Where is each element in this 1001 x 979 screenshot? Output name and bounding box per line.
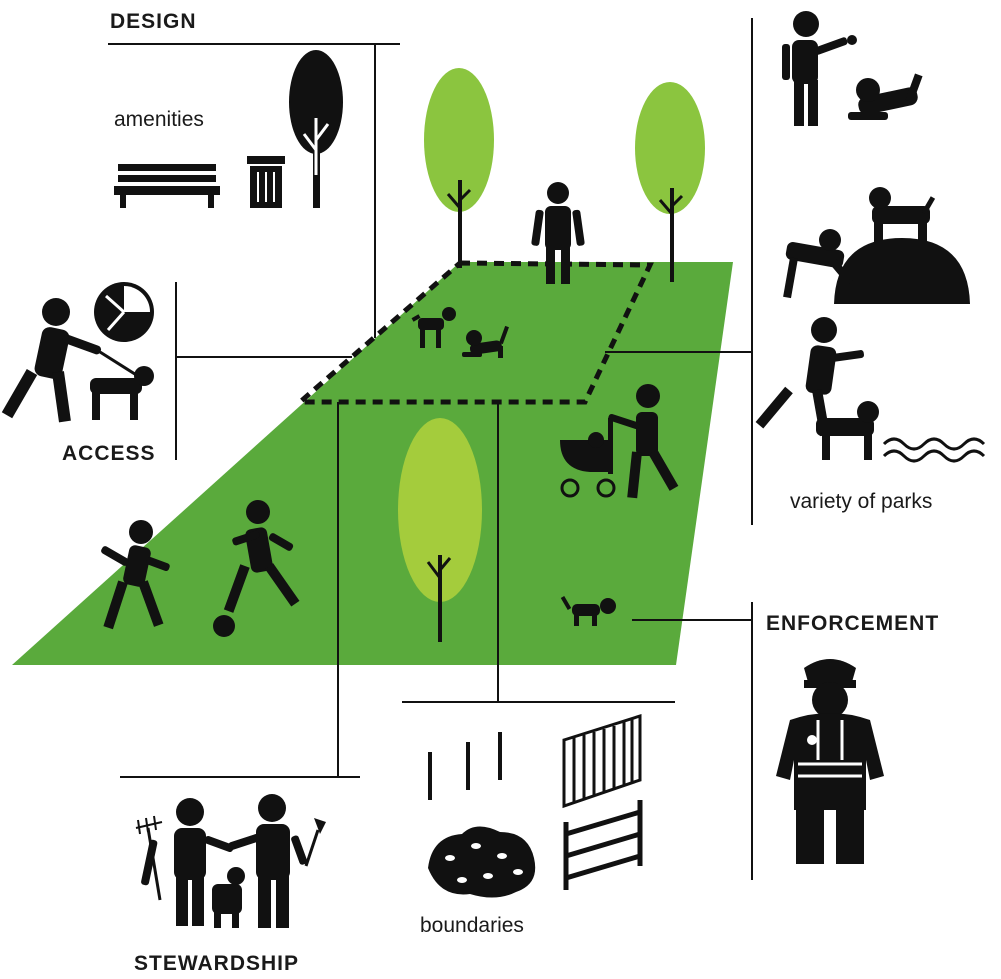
park-ground (12, 262, 733, 665)
dog-standing-icon (411, 307, 456, 348)
police-officer-icon (776, 659, 884, 864)
stewardship-label: STEWARDSHIP (134, 952, 299, 974)
dog-walker-icon (1, 298, 154, 423)
trash-can-icon (247, 156, 285, 208)
small-dog-icon (560, 595, 616, 626)
standing-person-icon (531, 182, 585, 284)
clock-icon (94, 282, 154, 342)
person-dog-stream-icon (755, 317, 986, 463)
dog-on-mound-icon (783, 187, 970, 304)
boundaries-label: boundaries (420, 914, 524, 937)
fence-icon (562, 713, 642, 809)
black-tree-icon (289, 50, 343, 208)
boundary-posts-icon (428, 732, 502, 800)
soccer-players-icon (101, 500, 300, 637)
stroller-icon (560, 384, 679, 499)
rail-fence-icon (563, 800, 643, 890)
tree-center-icon (398, 418, 482, 642)
access-label: ACCESS (62, 442, 156, 465)
volunteers-icon (135, 794, 326, 928)
variety-label: variety of parks (790, 490, 932, 513)
hedge-icon (428, 826, 536, 898)
tree-right-icon (635, 82, 705, 282)
tree-left-icon (424, 68, 494, 268)
person-throwing-ball-icon (782, 11, 923, 126)
amenities-label: amenities (114, 108, 204, 131)
design-label: DESIGN (110, 10, 197, 33)
bench-icon (114, 164, 220, 208)
enforcement-label: ENFORCEMENT (766, 612, 939, 635)
dog-crouching-icon (462, 325, 509, 358)
off-leash-boundary (293, 260, 654, 405)
connector-lines (108, 18, 753, 880)
